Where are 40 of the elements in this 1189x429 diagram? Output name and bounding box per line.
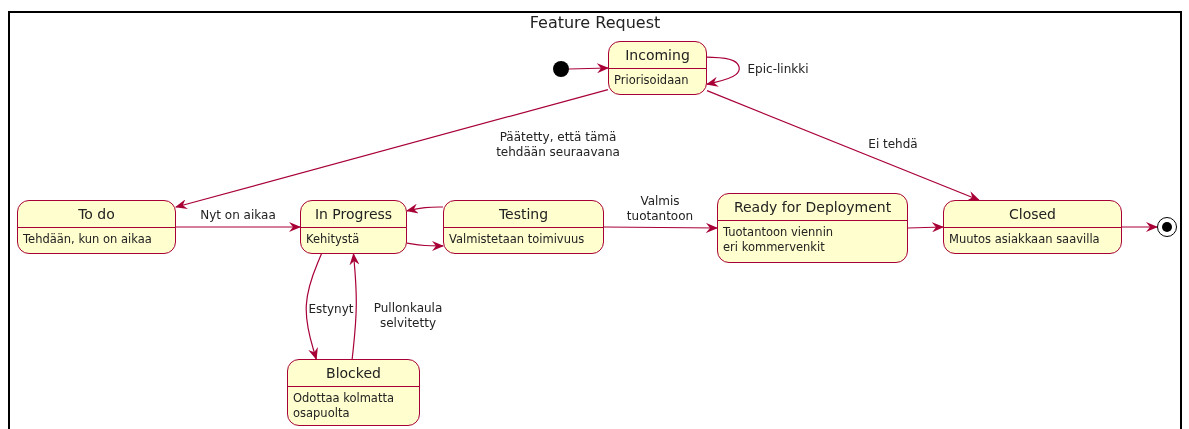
state-name: Ready for Deployment <box>733 198 892 216</box>
state-box <box>287 359 420 426</box>
state-description: Priorisoidaan <box>614 73 689 88</box>
edge-label: Epic-linkki <box>747 62 809 77</box>
transition-arrow <box>706 90 980 201</box>
state-description: Odottaa kolmatta osapuolta <box>293 391 395 421</box>
state-name: Blocked <box>326 364 381 382</box>
transition-arrow <box>349 253 360 360</box>
transition-arrow <box>568 63 609 74</box>
state-box <box>443 200 604 254</box>
state-description: Tehdään, kun on aikaa <box>23 232 152 247</box>
state-box <box>608 41 707 95</box>
edge-label: Estynyt <box>308 302 354 317</box>
end-marker <box>1157 217 1177 237</box>
state-name: Incoming <box>625 46 690 64</box>
transition-arrow <box>175 89 609 209</box>
start-dot <box>553 61 569 77</box>
transition-arrow <box>907 222 944 233</box>
state-description: Kehitystä <box>306 232 360 247</box>
transition-arrow <box>706 56 740 87</box>
state-box <box>17 200 176 254</box>
diagram-frame <box>8 11 1182 429</box>
transition-arrow <box>1121 222 1158 232</box>
state-name: Closed <box>1009 205 1056 223</box>
transition-arrow <box>175 222 301 232</box>
state-box <box>717 193 908 263</box>
transition-arrow <box>305 253 322 360</box>
transition-arrow <box>406 203 444 214</box>
state-name: To do <box>78 205 115 223</box>
state-description: Valmistetaan toimivuus <box>449 232 585 247</box>
state-name: Testing <box>498 205 549 223</box>
state-description: Muutos asiakkaan saavilla <box>949 232 1100 247</box>
transition-arrow <box>603 222 718 233</box>
frame-label: Feature Request <box>529 13 661 33</box>
edge-label: Nyt on aikaa <box>200 208 276 223</box>
transition-arrow <box>406 240 444 251</box>
state-description: Tuotantoon viennin eri kommervenkit <box>723 225 835 255</box>
state-name: In Progress <box>314 205 393 223</box>
state-box <box>943 200 1122 254</box>
state-box <box>300 200 407 254</box>
